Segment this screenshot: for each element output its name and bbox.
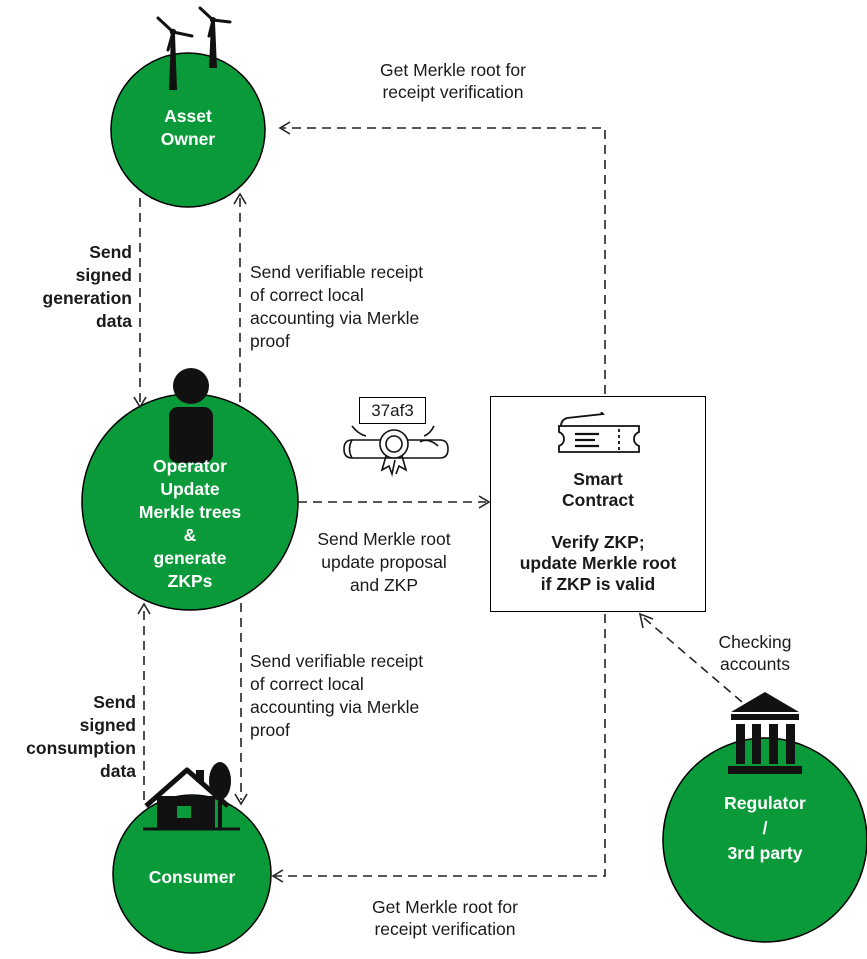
smart-contract-box: Smart Contract Verify ZKP; update Merkle… [490,396,706,612]
person-icon [169,368,213,463]
root-proposal-label-3: and ZKP [349,575,419,595]
receipt-upper-label-1: Send verifiable receipt [250,262,424,282]
receipt-upper-label-4: proof [250,331,290,351]
consumer-label: Consumer [148,867,236,887]
smart-contract-title-2: Contract [562,490,634,510]
send-consumption-label-1: Send [93,692,136,712]
send-consumption-label-2: signed [79,715,136,735]
edge-send-consumption [137,602,151,800]
edge-send-generation [133,198,147,409]
receipt-lower-label-2: of correct local [250,674,364,694]
asset-owner-label-1: Asset [164,106,212,126]
root-proposal-label-1: Send Merkle root [317,529,451,549]
edge-top-merkle [278,121,606,394]
edge-root-proposal [298,495,491,509]
regulator-label-2: / [762,818,768,838]
receipt-lower-label-1: Send verifiable receipt [250,651,424,671]
root-proposal-label-2: update proposal [321,552,447,572]
send-consumption-label-4: data [100,761,136,781]
operator-label-6: ZKPs [167,571,213,591]
smart-contract-desc-2: update Merkle root [519,553,677,573]
house-icon [143,762,240,831]
bottom-merkle-label-2: receipt verification [374,919,516,939]
receipt-lower-label-3: accounting via Merkle [250,697,420,717]
edge-receipt-upper [233,192,247,402]
asset-owner-label-2: Owner [160,129,216,149]
certificate-hash: 37af3 [359,397,426,424]
smart-contract-desc-3: if ZKP is valid [540,574,656,594]
operator-label-3: Merkle trees [138,502,242,522]
asset-owner-circle [110,52,266,208]
edge-receipt-lower [234,603,248,806]
send-generation-label-1: Send [89,242,132,262]
edge-bottom-merkle [271,614,606,883]
smart-contract-title-1: Smart [573,469,623,489]
checking-label-2: accounts [719,654,791,674]
send-generation-label-3: generation [42,288,132,308]
operator-label-5: generate [153,548,227,568]
operator-label-1: Operator [153,456,227,476]
regulator-label-3: 3rd party [727,843,803,863]
send-generation-label-4: data [96,311,132,331]
operator-label-4: & [183,525,197,545]
edge-checking [638,612,743,703]
wind-turbine-icon [156,6,232,90]
bank-building-icon [728,692,802,774]
top-merkle-label-1: Get Merkle root for [380,60,526,80]
receipt-lower-label-4: proof [250,720,290,740]
regulator-circle [662,737,867,943]
send-generation-label-2: signed [75,265,132,285]
ticket-contract-icon [558,412,640,453]
top-merkle-label-2: receipt verification [382,82,524,102]
consumer-circle [112,794,272,954]
bottom-merkle-label-1: Get Merkle root for [372,897,518,917]
send-consumption-label-3: consumption [26,738,136,758]
receipt-upper-label-3: accounting via Merkle [250,308,420,328]
checking-label-1: Checking [718,632,792,652]
regulator-label-1: Regulator [724,793,806,813]
certificate-scroll-icon [343,425,449,477]
smart-contract-desc-1: Verify ZKP; [551,532,645,552]
receipt-upper-label-2: of correct local [250,285,364,305]
operator-label-2: Update [160,479,220,499]
